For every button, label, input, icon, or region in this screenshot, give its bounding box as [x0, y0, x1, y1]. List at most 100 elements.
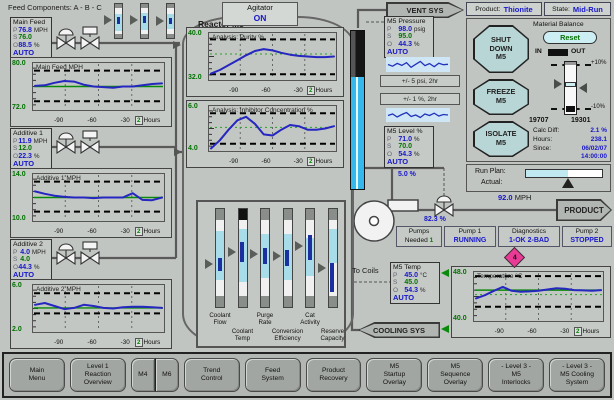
mb-since-label: Since:	[533, 145, 552, 152]
level-S-value: 70.0	[398, 143, 412, 150]
nav-product-recovery-button[interactable]: Product Recovery	[305, 358, 362, 392]
nav-feed-system-button[interactable]: Feed System	[244, 358, 301, 392]
nav-trend-control-button[interactable]: Trend Control	[183, 358, 240, 392]
pumps-needed-line2: Needed	[404, 236, 428, 244]
isolate-m5-button[interactable]: ISOLATE M5	[473, 121, 529, 157]
inhibitor-xtick-1: -60	[261, 158, 271, 165]
additive1-ymin: 10.0	[12, 215, 26, 222]
control-panel: SHUT DOWN M5 FREEZE M5 ISOLATE M5 Materi…	[466, 18, 611, 162]
process-gauge-2-pointer	[227, 247, 236, 257]
diagnostics-cell[interactable]: Diagnostics 1-OK 2-BAD	[498, 226, 560, 247]
purity-plot	[208, 32, 337, 81]
inhibitor-xtick-2: -30	[293, 158, 303, 165]
product-flow-value: 92.0	[498, 193, 513, 202]
pressure-mode-button[interactable]: AUTO	[387, 47, 409, 56]
purity-ymin: 32.0	[188, 74, 202, 81]
agitator-box[interactable]: Agitator ON	[222, 2, 298, 26]
product-header-value: Thionite	[503, 4, 533, 14]
additive1-mode-button[interactable]: AUTO	[13, 159, 35, 168]
nav-level-1-reaction-overview-button[interactable]: Level 1 Reaction Overview	[69, 358, 126, 392]
run-plan-actual-marker[interactable]	[561, 178, 574, 188]
additive1-xtick-1: -60	[87, 228, 97, 235]
main_feed-ymin: 72.0	[12, 104, 26, 111]
nav-m5-sequence-overlay-button[interactable]: M5 Sequence Overlay	[427, 358, 484, 392]
vent-sys-arrow[interactable]: VENT SYS	[386, 2, 464, 18]
feed-components-label: Feed Components: A - B - C	[8, 3, 102, 12]
product-arrow[interactable]: PRODUCT	[556, 199, 612, 221]
inhibitor-plot	[208, 105, 337, 152]
out-valve-pct-label: 82.3 %	[424, 216, 446, 223]
alarm-count: 4	[512, 254, 517, 261]
temperature-xtick-1: -60	[527, 328, 537, 335]
main_feed-xtick-2: -30	[120, 117, 130, 124]
main_feed-mode-button[interactable]: AUTO	[13, 48, 35, 57]
process-gauge-6-pointer	[317, 263, 326, 273]
shutdown-m5-button[interactable]: SHUT DOWN M5	[473, 25, 529, 73]
cooling-sys-arrow[interactable]: COOLING SYS	[358, 322, 440, 338]
feed-component-gauge-2-pointer	[130, 14, 138, 25]
temperature-ymax: 48.0	[453, 269, 467, 276]
nav-m5-startup-overlay-button[interactable]: M5 Startup Overlay	[366, 358, 423, 392]
level-mode-button[interactable]: AUTO	[387, 157, 409, 166]
alarm-diamond-icon[interactable]: 4	[503, 246, 526, 269]
purity-xtick-1: -60	[261, 87, 271, 94]
mb-gauge-bar	[564, 61, 577, 115]
nav-level-3-m5-cooling-system-button[interactable]: - Level 3 - M5 Cooling System	[549, 358, 606, 392]
additive2-title: Additive 2 MPH	[36, 286, 81, 293]
mb-since-date: 06/02/07	[581, 145, 607, 152]
run-plan-bar	[525, 169, 603, 178]
mb-in-label: IN	[535, 48, 542, 55]
to-coils-label: To Coils	[352, 266, 379, 275]
temp-P-value: 45.0	[404, 271, 418, 279]
pressure-sparkline	[386, 57, 450, 72]
diagnostics-status: 1-OK 2-BAD	[508, 236, 550, 244]
additive2-mode-button[interactable]: AUTO	[13, 270, 35, 279]
purity-title: Analysis: Purity %	[212, 34, 265, 41]
agitator-title: Agitator	[247, 3, 273, 12]
freeze-m5-button[interactable]: FREEZE M5	[473, 79, 529, 115]
nav-m4-button[interactable]: M4	[130, 358, 155, 392]
state-header-box: State: Mid-Run	[544, 2, 611, 16]
nav-main-menu-button[interactable]: Main Menu	[9, 358, 65, 392]
product-flow-label: 92.0 MPH	[498, 193, 531, 202]
additive2-xtick-1: -60	[87, 339, 97, 346]
nav-level-3-m5-interlocks-button[interactable]: - Level 3 - M5 Interlocks	[488, 358, 545, 392]
state-header-value: Mid-Run	[572, 4, 603, 14]
main_feed-xtick-1: -60	[87, 117, 97, 124]
inhibitor-ymin: 4.0	[188, 145, 198, 152]
run-plan-progress	[526, 170, 568, 177]
vent-sys-label: VENT SYS	[387, 3, 463, 17]
temp-mode-button[interactable]: AUTO	[393, 293, 415, 302]
pump2-cell[interactable]: Pump 2 STOPPED	[562, 226, 612, 247]
pumps-needed-line1: Pumps	[408, 228, 430, 235]
additive1-S-value: 12.0	[18, 145, 32, 152]
process-gauge-5-pointer	[295, 241, 303, 251]
mb-calc-diff-value: 2.1 %	[590, 127, 607, 134]
pump1-cell[interactable]: Pump 1 RUNNING	[444, 226, 496, 247]
process-gauge-label-6: Reserve Capacity	[320, 328, 345, 342]
process-gauge-3	[260, 208, 270, 308]
mb-right-pointer	[579, 83, 587, 93]
nav-m6-button[interactable]: M6	[154, 358, 179, 392]
level-O-value: 54.3	[398, 150, 412, 158]
pumps-needed-cell: Pumps Needed 1	[396, 226, 442, 247]
inhibitor-ymax: 6.0	[188, 103, 198, 110]
material-balance-reset-button[interactable]: Reset	[543, 31, 597, 44]
